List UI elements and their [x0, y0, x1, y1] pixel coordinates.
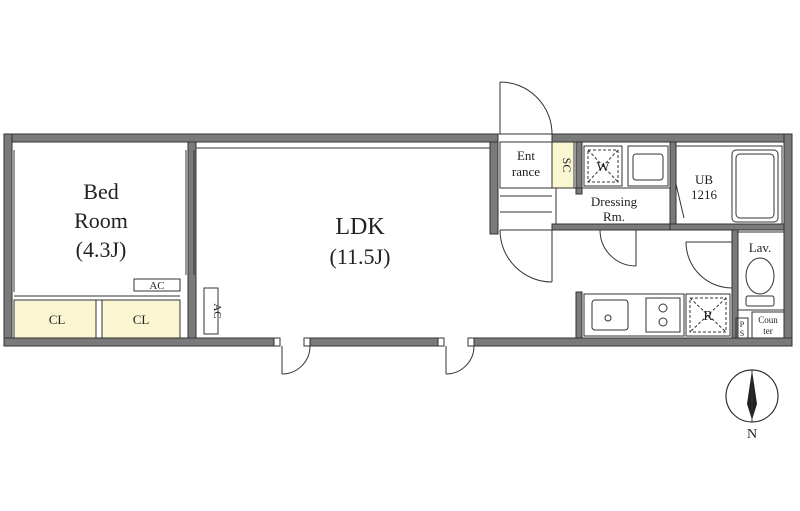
shoe-closet-label: SC [560, 158, 574, 173]
entrance-door [498, 81, 553, 135]
bedroom-ac-label: AC [149, 280, 164, 292]
compass-label: N [747, 427, 757, 442]
dressing-sink [627, 145, 669, 187]
bath-label-line1: UB [695, 172, 713, 187]
washer-label: W [596, 160, 610, 175]
toilet [737, 231, 785, 311]
dressing-room [555, 187, 671, 225]
pipe-space [735, 317, 749, 339]
ldk-label-line2: (11.5J) [330, 244, 391, 269]
ldk-label-line1: LDK [335, 214, 385, 240]
lav-door [685, 241, 733, 289]
lav-label: Lav. [749, 240, 772, 255]
refrigerator [685, 293, 731, 337]
bath-door [675, 183, 685, 219]
closet-right-label: CL [133, 312, 150, 327]
kitchen-counter [583, 293, 685, 337]
bedroom-label-line3: (4.3J) [76, 237, 127, 262]
entrance-label-line1: Ent [517, 148, 535, 163]
entrance-inner-door [499, 229, 553, 283]
entrance-area [499, 141, 575, 213]
north-arrow-icon [725, 369, 779, 423]
balcony-door-left [273, 337, 311, 375]
entrance-label-line2: rance [512, 164, 540, 179]
washer [583, 145, 623, 187]
counter-label-line2: ter [763, 326, 773, 336]
dressing-label-line1: Dressing [591, 194, 638, 209]
ldk-ac-label: AC [211, 303, 223, 318]
counter-label-line1: Coun [758, 315, 778, 325]
ldk-ac: AC [203, 287, 223, 335]
counter [751, 311, 785, 339]
pipe-space-label-line2: S [740, 329, 744, 338]
balcony-door-right [437, 337, 475, 375]
dressing-door [599, 229, 637, 267]
bedroom-interior [11, 150, 195, 292]
bedroom-label-line1: Bed [83, 179, 118, 204]
pipe-space-label-line1: P [740, 320, 745, 329]
closet-left-label: CL [49, 312, 66, 327]
bedroom-label-line2: Room [74, 208, 128, 233]
walls [3, 133, 793, 347]
dressing-label-line2: Rm. [603, 209, 625, 224]
refrigerator-label: R [703, 309, 713, 324]
unit-bath [675, 145, 783, 225]
closets: CL CL [13, 295, 181, 339]
bedroom-ac: AC [133, 278, 181, 292]
bath-label-line2: 1216 [691, 187, 718, 202]
